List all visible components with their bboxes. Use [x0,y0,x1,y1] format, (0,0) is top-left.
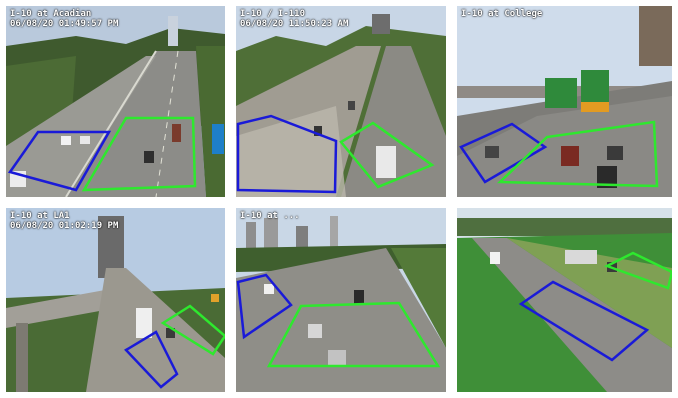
camera-scene-3 [457,6,672,197]
camera-title: I-10 at Acadian [10,9,92,19]
camera-tile-6 [457,208,672,392]
camera-title: I-10 at LA1 [10,211,70,221]
camera-scene-6 [457,208,672,392]
camera-timestamp: 06/08/20 01:49:57 PM [10,19,119,29]
camera-tile-4: I-10 at LA1 06/08/20 01:02:19 PM [6,208,225,392]
camera-scene-2 [236,6,446,197]
camera-timestamp: 06/08/20 01:02:19 PM [10,221,119,231]
camera-scene-1 [6,6,225,197]
camera-title: I-10 at ... [240,211,300,221]
camera-tile-5: I-10 at ... [236,208,446,392]
camera-tile-2: I-10 / I-110 06/08/20 11:50:23 AM [236,6,446,197]
camera-tile-3: I-10 at College [457,6,672,197]
camera-title: I-10 / I-110 [240,9,306,19]
camera-tile-1: I-10 at Acadian 06/08/20 01:49:57 PM [6,6,225,197]
camera-title: I-10 at College [461,9,543,19]
camera-timestamp: 06/08/20 11:50:23 AM [240,19,349,29]
camera-scene-4 [6,208,225,392]
camera-scene-5 [236,208,446,392]
